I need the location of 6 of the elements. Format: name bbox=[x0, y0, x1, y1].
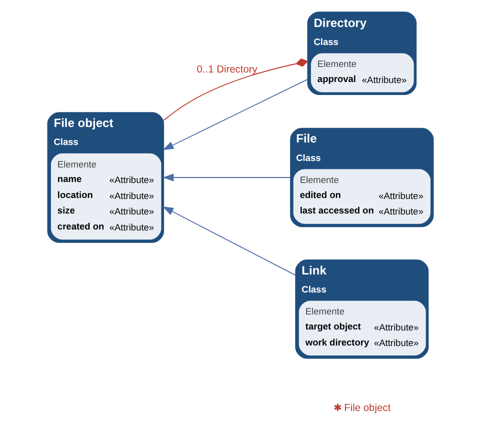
edge-label: 0..1 Directory bbox=[196, 64, 257, 76]
arrow bbox=[162, 206, 296, 276]
label: ✱ File object bbox=[332, 402, 390, 414]
arrow bbox=[162, 78, 308, 150]
connector bbox=[162, 58, 308, 121]
arrow bbox=[162, 174, 290, 182]
